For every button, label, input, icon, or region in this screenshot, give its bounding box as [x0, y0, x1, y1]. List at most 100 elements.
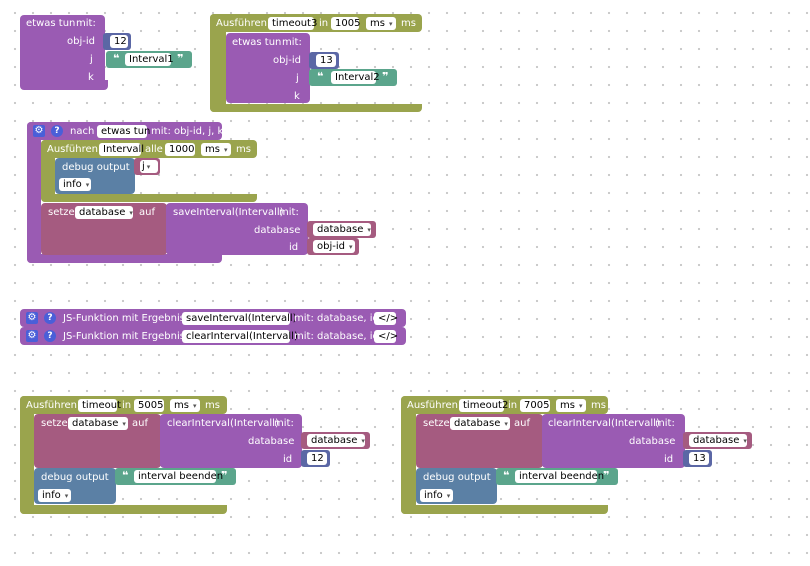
timeout2-unit: ms [560, 400, 575, 411]
gear-icon[interactable]: ⚙ [33, 125, 45, 137]
proc-call-block[interactable] [20, 15, 105, 85]
chevron-down-icon: ▾ [223, 146, 228, 154]
chevron-down-icon: ▾ [504, 420, 508, 428]
chevron-down-icon: ▾ [367, 226, 371, 234]
param2-value[interactable]: 13 [689, 452, 709, 465]
js-call-mit: mit: [655, 418, 675, 429]
inner-call-mit: mit: [282, 37, 302, 48]
setze-label: setze [41, 418, 68, 429]
js-function-code[interactable]: </> [374, 312, 398, 325]
setze-var-dropdown[interactable]: database▾ [68, 417, 128, 430]
inner-j-value[interactable]: Interval2 [331, 71, 380, 84]
inner-param-k: k [294, 91, 300, 102]
timeout2-delay[interactable]: 7005 [520, 399, 550, 412]
interval-unit: ms [205, 144, 220, 155]
chevron-down-icon: ▾ [446, 492, 451, 500]
param-obj-id: obj-id [67, 36, 95, 47]
proc-call-mit: mit: [76, 18, 96, 29]
interval-ausfuehren: Ausführen [47, 144, 98, 155]
param2-value-dropdown[interactable]: obj-id▾ [313, 240, 355, 253]
timeout3-ausfuehren: Ausführen [216, 18, 267, 29]
interval-name[interactable]: Intervall [99, 143, 144, 156]
debug-level-dropdown[interactable]: info▾ [420, 489, 453, 502]
js-call-param2: id [283, 454, 293, 465]
debug-level: info [42, 490, 61, 501]
param1-value-dropdown[interactable]: database▾ [307, 434, 365, 447]
chevron-down-icon: ▾ [146, 163, 151, 171]
setze-label: setze [48, 207, 75, 218]
nach-label: nach [70, 126, 95, 137]
quote-close-icon: ❞ [221, 469, 228, 482]
inner-call-label: etwas tun [232, 37, 282, 48]
timeout2-in: in [508, 400, 518, 411]
js-function-name[interactable]: saveInterval(Intervall) [182, 312, 297, 325]
param1-value-dropdown[interactable]: database▾ [689, 434, 747, 447]
help-icon[interactable]: ? [44, 312, 56, 324]
proc-call-block-inner[interactable] [226, 33, 310, 103]
timeout-delay[interactable]: 5005 [134, 399, 164, 412]
debug-level-dropdown[interactable]: info▾ [59, 178, 91, 191]
timeout2-unit-dropdown[interactable]: ms▾ [556, 399, 586, 412]
timeout3-unit: ms [370, 18, 385, 29]
param1-value: database [693, 435, 740, 446]
param2-value[interactable]: 12 [307, 452, 327, 465]
js-function-code[interactable]: </> [374, 330, 398, 343]
js-call-block[interactable] [160, 414, 302, 468]
quote-open-icon: ❝ [122, 469, 129, 482]
proc-call-label: etwas tun [26, 18, 76, 29]
debug-level-dropdown[interactable]: info▾ [38, 489, 71, 502]
param1-value-dropdown[interactable]: database▾ [313, 223, 371, 236]
debug-var-dropdown[interactable]: j▾ [140, 160, 158, 173]
help-icon[interactable]: ? [51, 125, 63, 137]
debug-level: info [63, 179, 82, 190]
param2-value: obj-id [317, 241, 345, 252]
interval-unit-suffix: ms [236, 144, 251, 155]
js-call-block[interactable] [166, 203, 308, 255]
timeout-name[interactable]: timeout [78, 399, 121, 412]
setze-var-dropdown[interactable]: database▾ [450, 417, 510, 430]
timeout3-name[interactable]: timeout3 [268, 17, 317, 30]
timeout3-unit-suffix: ms [401, 18, 416, 29]
timeout3-delay[interactable]: 1005 [331, 17, 360, 30]
chevron-down-icon: ▾ [129, 209, 133, 217]
nach-proc-name[interactable]: etwas tun [97, 125, 150, 138]
chevron-down-icon: ▾ [578, 402, 583, 410]
chevron-down-icon: ▾ [122, 420, 126, 428]
js-call-param2: id [289, 242, 299, 253]
js-call-param1: database [248, 436, 295, 447]
chevron-down-icon: ▾ [64, 492, 69, 500]
debug-output-label: debug output [423, 472, 491, 483]
obj-id-value[interactable]: 12 [110, 35, 128, 48]
gear-icon[interactable]: ⚙ [26, 312, 38, 324]
quote-close-icon: ❞ [603, 469, 610, 482]
js-call-block[interactable] [542, 414, 685, 468]
js-call-param1: database [254, 225, 301, 236]
timeout3-unit-dropdown[interactable]: ms▾ [366, 17, 396, 30]
setze-auf: auf [132, 418, 148, 429]
help-icon[interactable]: ? [44, 330, 56, 342]
param-j: j [90, 54, 93, 65]
gear-icon[interactable]: ⚙ [26, 330, 38, 342]
debug-var: j [142, 161, 145, 172]
js-function-mit: mit: database, id [294, 313, 379, 324]
chevron-down-icon: ▾ [85, 181, 90, 189]
inner-obj-id-value[interactable]: 13 [316, 54, 336, 67]
setze-label: setze [423, 418, 450, 429]
chevron-down-icon: ▾ [192, 402, 197, 410]
param-k: k [88, 72, 94, 83]
js-function-name[interactable]: clearInterval(Intervall) [182, 330, 298, 343]
quote-close-icon: ❞ [382, 70, 389, 83]
js-call-param2: id [664, 454, 674, 465]
timeout-unit-dropdown[interactable]: ms▾ [170, 399, 200, 412]
interval-unit-dropdown[interactable]: ms▾ [201, 143, 231, 156]
debug-text[interactable]: interval beenden [134, 470, 223, 483]
debug-text[interactable]: interval beenden [515, 470, 604, 483]
timeout2-name[interactable]: timeout2 [459, 399, 508, 412]
timeout-ausfuehren: Ausführen [26, 400, 77, 411]
j-value[interactable]: Interval1 [125, 53, 174, 66]
setze-var-dropdown[interactable]: database▾ [75, 206, 133, 219]
setze-auf: auf [514, 418, 530, 429]
quote-open-icon: ❝ [317, 70, 324, 83]
setze-auf: auf [139, 207, 155, 218]
interval-delay[interactable]: 1000 [165, 143, 195, 156]
